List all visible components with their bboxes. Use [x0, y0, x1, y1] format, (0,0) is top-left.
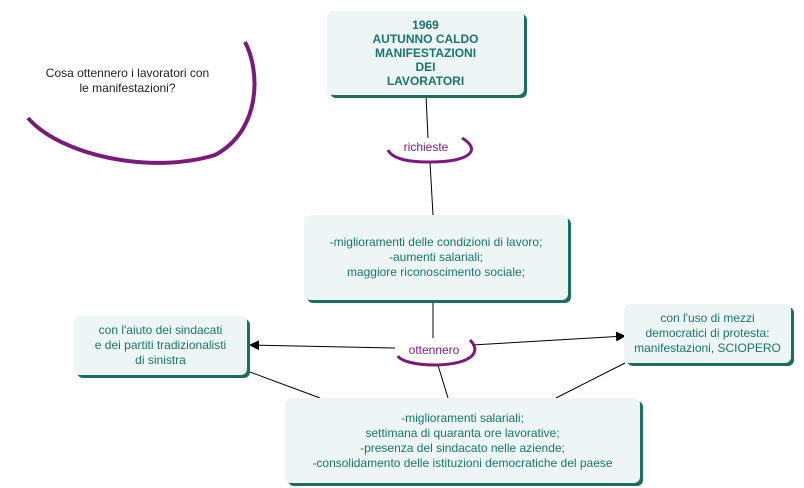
right-node[interactable]: con l'uso di mezzi democratici di protes…: [624, 304, 791, 363]
arrow-to-right-box: [471, 331, 626, 346]
richieste-oval: [386, 136, 473, 164]
link-right-results: [555, 362, 626, 399]
ottennero-oval: [398, 339, 474, 365]
link-label-ottennero: ottennero: [408, 343, 460, 357]
requests-node[interactable]: -miglioramenti delle condizioni di lavor…: [304, 215, 568, 300]
link-label-richieste: richieste: [403, 140, 449, 154]
question-bubble: [26, 41, 257, 165]
question-text: Cosa ottennero i lavoratori con le manif…: [45, 66, 210, 95]
title-node[interactable]: 1969 AUTUNNO CALDO MANIFESTAZIONI DEI LA…: [327, 11, 524, 95]
link-richieste-requests: [429, 161, 434, 216]
ottennero-oval-stroke: [396, 338, 477, 367]
link-ottennero-results: [436, 361, 449, 399]
link-left-results: [249, 371, 321, 399]
link-title-richieste: [425, 94, 429, 139]
arrow-to-left-box: [249, 340, 396, 351]
left-node[interactable]: con l'aiuto dei sindacati e dei partiti …: [74, 316, 247, 375]
results-node[interactable]: -miglioramenti salariali; settimana di q…: [285, 398, 640, 483]
